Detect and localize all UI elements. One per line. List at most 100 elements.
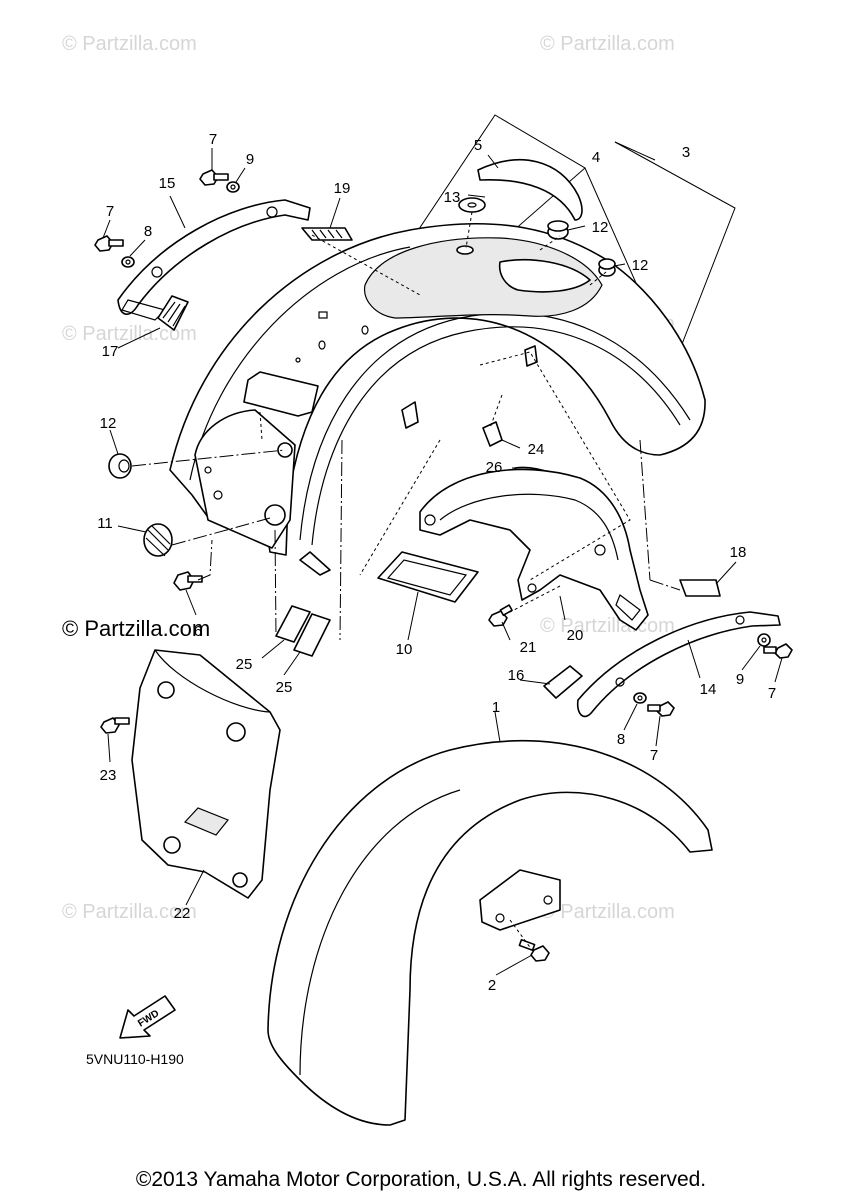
part-12-grommet [108, 453, 132, 479]
mount-hole [204, 466, 212, 474]
mount-hole [318, 340, 326, 350]
callout-21: 21 [520, 639, 537, 656]
fender-inner-rib-2 [311, 326, 681, 546]
callout-3: 3 [682, 144, 690, 161]
connector-lines [131, 211, 681, 951]
callout-12: 12 [632, 257, 649, 274]
part-9-washer [757, 633, 771, 647]
part-7-bolt [647, 701, 675, 717]
callout-20: 20 [567, 627, 584, 644]
bracket-4b [584, 167, 641, 293]
fwd-arrow-icon: FWD [119, 995, 176, 1039]
part-20-inner-fender [419, 468, 649, 631]
callout-17: 17 [102, 343, 119, 360]
callout-8: 8 [144, 223, 152, 240]
watermark: © Partzilla.com [540, 615, 675, 637]
callout-7: 7 [768, 685, 776, 702]
callout-1: 1 [492, 699, 500, 716]
part-25-tape [275, 605, 311, 643]
main-watermark: © Partzilla.com [62, 616, 210, 641]
part-19-pad [301, 227, 353, 241]
grommet-hole [264, 504, 286, 526]
bracket-tab [401, 401, 419, 429]
diagram-code: 5VNU110-H190 [86, 1051, 184, 1067]
part-6-bolt [173, 571, 203, 591]
mount-hole [295, 357, 301, 363]
callout-9: 9 [246, 151, 254, 168]
part-16-pad [543, 665, 583, 699]
callout-22: 22 [174, 905, 191, 922]
callout-25: 25 [236, 656, 253, 673]
part-5-pad [477, 159, 583, 221]
part-7-bolt [94, 235, 124, 252]
part-24-clip [482, 421, 503, 447]
callout-7: 7 [106, 203, 114, 220]
watermark: © Partzilla.com [540, 901, 675, 923]
part-9-washer [226, 181, 240, 193]
part-11-grommet [143, 523, 173, 557]
callout-14: 14 [700, 681, 717, 698]
copyright-notice: ©2013 Yamaha Motor Corporation, U.S.A. A… [136, 1168, 706, 1191]
part-13-washer [456, 197, 486, 255]
fender-edge [189, 246, 411, 481]
part-18-pad [679, 579, 721, 597]
mount-hole [361, 325, 369, 335]
mount-slot [318, 311, 328, 319]
rear-fender-assembly [169, 222, 706, 576]
watermark: © Partzilla.com [540, 33, 675, 55]
callout-26: 26 [486, 459, 503, 476]
callout-24: 24 [528, 441, 545, 458]
part-1-front-fender [267, 739, 713, 1126]
fender-inner-rib [299, 312, 691, 541]
callout-10: 10 [396, 641, 413, 658]
side-bracket [243, 371, 319, 417]
callout-12: 12 [100, 415, 117, 432]
bracket-3 [614, 141, 736, 381]
callout-7: 7 [650, 747, 658, 764]
callout-9: 9 [736, 671, 744, 688]
callout-5: 5 [474, 137, 482, 154]
callout-11: 11 [97, 515, 113, 532]
callout-16: 16 [508, 667, 525, 684]
part-14-rail [576, 611, 781, 718]
part-12-grommet [547, 220, 569, 240]
callout-8: 8 [617, 731, 625, 748]
callout-2: 2 [488, 977, 496, 994]
part-23-bolt [100, 717, 130, 734]
callouts: 1 2 3 4 5 6 7 7 7 7 8 8 9 9 10 11 12 12 … [97, 131, 776, 994]
callout-6: 6 [194, 623, 202, 640]
callout-15: 15 [159, 175, 176, 192]
fender-top-panel [364, 237, 603, 319]
pad-5-outline [498, 259, 591, 293]
part-2-bolt [518, 938, 550, 962]
watermark: © Partzilla.com [62, 901, 197, 923]
grommet-hole [277, 442, 293, 458]
part-17-pad [157, 295, 189, 331]
part-25-tape [293, 613, 331, 657]
part-22-side-cover [131, 649, 281, 899]
callout-7: 7 [209, 131, 217, 148]
callout-25: 25 [276, 679, 293, 696]
callout-4: 4 [592, 149, 600, 166]
watermark: © Partzilla.com [62, 33, 197, 55]
mount-hole [213, 490, 223, 500]
bracket-4 [374, 114, 586, 296]
part-7-bolt [763, 643, 793, 659]
part-7-bolt [199, 169, 229, 186]
part-15-rail [117, 199, 311, 321]
callout-13: 13 [444, 189, 461, 206]
watermark: © Partzilla.com [62, 323, 197, 345]
part-10-panel [377, 551, 479, 603]
fender-tail [299, 551, 331, 576]
part-21-bolt [488, 604, 513, 627]
bracket-3-lead [614, 141, 656, 161]
part-8-washer [121, 256, 135, 268]
leader-lines [102, 148, 783, 976]
callout-23: 23 [100, 767, 117, 784]
callout-19: 19 [334, 180, 351, 197]
bracket-tab [524, 345, 538, 367]
part-12-grommet [598, 258, 616, 277]
callout-12: 12 [592, 219, 609, 236]
part-8-washer [633, 692, 647, 704]
